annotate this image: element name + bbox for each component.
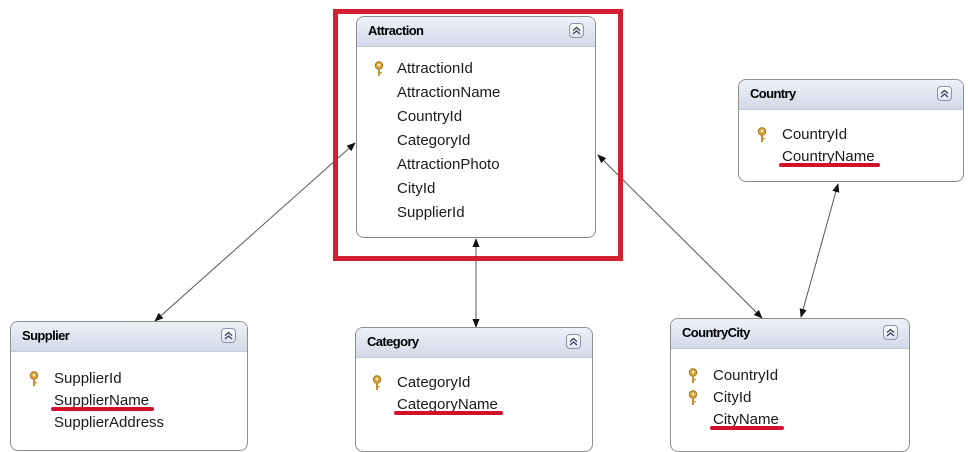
field-row[interactable]: SupplierName xyxy=(11,390,247,412)
entity-title: Attraction xyxy=(368,23,424,38)
field-name: SupplierAddress xyxy=(54,414,165,431)
field-name: CityName xyxy=(713,411,779,428)
field-row[interactable]: CountryName xyxy=(739,146,963,168)
key-icon xyxy=(372,375,382,391)
field-list: SupplierId SupplierName SupplierAddress xyxy=(11,352,247,434)
field-row[interactable]: AttractionPhoto xyxy=(357,153,595,177)
entity-category[interactable]: Category CategoryId CategoryName xyxy=(355,327,593,452)
entity-header: Country xyxy=(739,80,963,110)
chevron-up-icon[interactable] xyxy=(883,325,898,340)
field-row[interactable]: CountryId xyxy=(739,124,963,146)
field-name: CountryName xyxy=(782,148,875,165)
chevron-up-icon[interactable] xyxy=(569,23,584,38)
field-row[interactable]: SupplierAddress xyxy=(11,412,247,434)
field-row[interactable]: CountryId xyxy=(671,365,909,387)
entity-country[interactable]: Country CountryId CountryName xyxy=(738,79,964,182)
field-name: CountryId xyxy=(713,367,779,384)
entity-header: Attraction xyxy=(357,17,595,47)
field-name: CityId xyxy=(397,180,436,197)
field-row[interactable]: AttractionId xyxy=(357,57,595,81)
field-name: CategoryId xyxy=(397,132,471,149)
key-icon xyxy=(29,371,39,387)
field-row[interactable]: CountryId xyxy=(357,105,595,129)
field-name: AttractionPhoto xyxy=(397,156,500,173)
field-name: CountryId xyxy=(397,108,463,125)
entity-supplier[interactable]: Supplier SupplierId SupplierName Supplie… xyxy=(10,321,248,451)
field-list: CountryId CityId CityName xyxy=(671,349,909,431)
key-icon xyxy=(688,368,698,384)
entity-header: Category xyxy=(356,328,592,358)
entity-attraction[interactable]: Attraction AttractionId AttractionName C… xyxy=(356,16,596,238)
field-row[interactable]: CategoryId xyxy=(356,372,592,394)
chevron-up-icon[interactable] xyxy=(566,334,581,349)
field-name: SupplierName xyxy=(54,392,150,409)
highlight-frame xyxy=(333,9,623,261)
field-row[interactable]: CategoryName xyxy=(356,394,592,416)
field-row[interactable]: SupplierId xyxy=(357,201,595,225)
field-name: CityId xyxy=(713,389,752,406)
entity-title: Supplier xyxy=(22,328,70,343)
entity-countrycity[interactable]: CountryCity CountryId CityId CityName xyxy=(670,318,910,452)
key-icon xyxy=(757,127,767,143)
chevron-up-icon[interactable] xyxy=(221,328,236,343)
field-row[interactable]: SupplierId xyxy=(11,368,247,390)
field-name: SupplierId xyxy=(397,204,465,221)
field-row[interactable]: CityId xyxy=(357,177,595,201)
relation-countrycity-country xyxy=(799,183,840,318)
field-row[interactable]: CityName xyxy=(671,409,909,431)
field-list: AttractionId AttractionName CountryId Ca… xyxy=(357,47,595,225)
field-list: CountryId CountryName xyxy=(739,110,963,168)
relation-supplier-attraction xyxy=(154,142,356,322)
field-name: CategoryName xyxy=(397,396,498,413)
field-name: CountryId xyxy=(782,126,848,143)
entity-header: Supplier xyxy=(11,322,247,352)
field-row[interactable]: AttractionName xyxy=(357,81,595,105)
entity-title: CountryCity xyxy=(682,325,750,340)
chevron-up-icon[interactable] xyxy=(937,86,952,101)
field-row[interactable]: CityId xyxy=(671,387,909,409)
entity-header: CountryCity xyxy=(671,319,909,349)
key-icon xyxy=(688,390,698,406)
field-list: CategoryId CategoryName xyxy=(356,358,592,416)
field-name: AttractionId xyxy=(397,60,473,77)
field-name: SupplierId xyxy=(54,370,122,387)
field-name: AttractionName xyxy=(397,84,501,101)
field-name: CategoryId xyxy=(397,374,471,391)
field-row[interactable]: CategoryId xyxy=(357,129,595,153)
entity-title: Category xyxy=(367,334,419,349)
key-icon xyxy=(374,61,384,77)
entity-title: Country xyxy=(750,86,796,101)
